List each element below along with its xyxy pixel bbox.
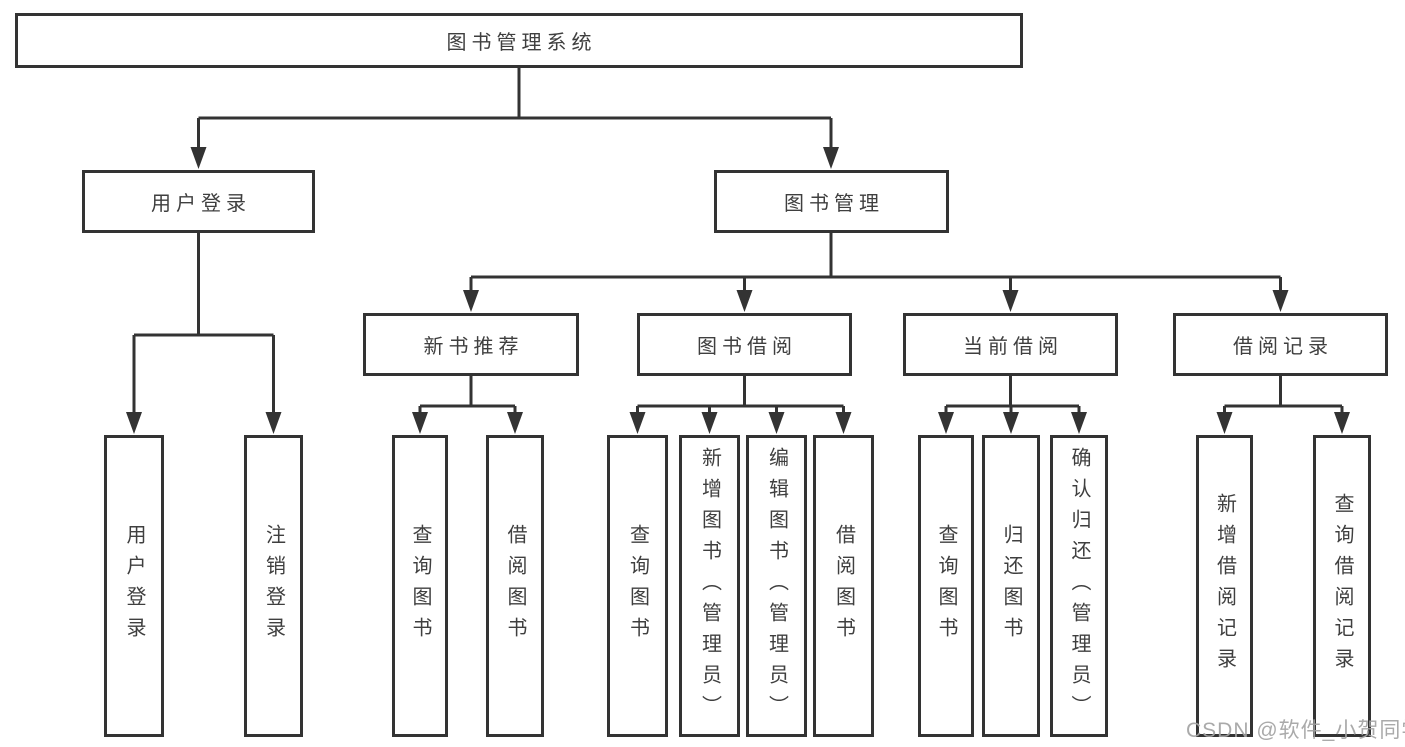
leaf-user-login-label: 用户登录 — [123, 524, 145, 648]
node-new-books-label: 新书推荐 — [423, 336, 524, 358]
leaf-borrow-edit-book: 编辑图书（管理员） — [746, 435, 807, 737]
leaf-return-book-label: 归还图书 — [1000, 524, 1022, 648]
node-book-mgmt-label: 图书管理 — [784, 193, 884, 215]
leaf-borrow-book-label: 借阅图书 — [832, 524, 855, 648]
leaf-borrow-edit-book-label: 编辑图书（管理员） — [765, 446, 788, 726]
node-root: 图书管理系统 — [15, 13, 1023, 68]
leaf-new-books-query-label: 查询图书 — [409, 524, 431, 648]
node-new-books: 新书推荐 — [363, 313, 579, 376]
leaf-confirm-return: 确认归还（管理员） — [1050, 435, 1108, 737]
leaf-current-query-label: 查询图书 — [935, 524, 957, 648]
leaf-add-record: 新增借阅记录 — [1196, 435, 1253, 737]
leaf-borrow-book: 借阅图书 — [813, 435, 874, 737]
edge-lines — [132, 68, 1344, 414]
arrowheads — [126, 147, 1350, 434]
node-book-borrow: 图书借阅 — [637, 313, 852, 376]
leaf-new-books-borrow-label: 借阅图书 — [504, 524, 526, 648]
node-book-borrow-label: 图书借阅 — [697, 336, 797, 358]
leaf-borrow-query: 查询图书 — [607, 435, 668, 737]
node-book-mgmt: 图书管理 — [714, 170, 949, 233]
leaf-borrow-add-book: 新增图书（管理员） — [679, 435, 740, 737]
node-borrow-records: 借阅记录 — [1173, 313, 1388, 376]
leaf-logout-label: 注销登录 — [262, 524, 285, 648]
node-user-login-label: 用户登录 — [151, 193, 251, 215]
csdn-watermark: CSDN @软件_小贺同学 — [1186, 719, 1405, 742]
node-root-label: 图书管理系统 — [446, 32, 597, 54]
leaf-query-record-label: 查询借阅记录 — [1331, 493, 1353, 679]
leaf-return-book: 归还图书 — [982, 435, 1040, 737]
node-borrow-records-label: 借阅记录 — [1233, 336, 1333, 358]
leaf-borrow-query-label: 查询图书 — [626, 524, 649, 648]
leaf-borrow-add-book-label: 新增图书（管理员） — [698, 446, 721, 726]
leaf-new-books-query: 查询图书 — [392, 435, 448, 737]
node-current-borrow-label: 当前借阅 — [963, 336, 1063, 358]
leaf-new-books-borrow: 借阅图书 — [486, 435, 544, 737]
leaf-user-login: 用户登录 — [104, 435, 164, 737]
leaf-logout: 注销登录 — [244, 435, 303, 737]
node-current-borrow: 当前借阅 — [903, 313, 1118, 376]
node-user-login: 用户登录 — [82, 170, 315, 233]
leaf-confirm-return-label: 确认归还（管理员） — [1068, 446, 1090, 726]
leaf-add-record-label: 新增借阅记录 — [1213, 493, 1236, 679]
leaf-current-query: 查询图书 — [918, 435, 974, 737]
leaf-query-record: 查询借阅记录 — [1313, 435, 1371, 737]
